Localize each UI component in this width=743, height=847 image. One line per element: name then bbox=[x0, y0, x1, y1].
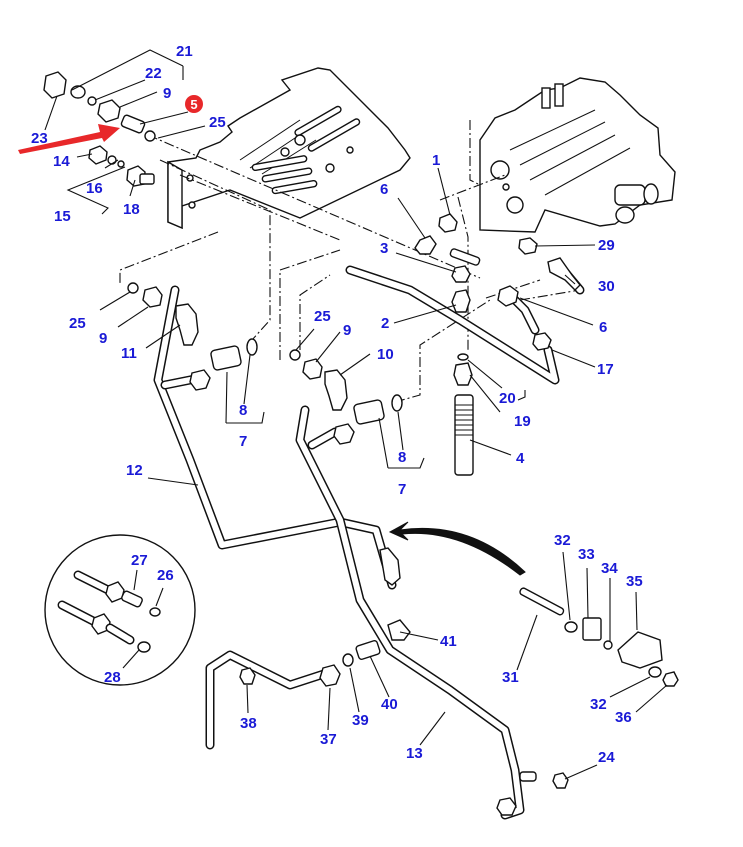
label-28: 28 bbox=[104, 669, 121, 686]
label-23: 23 bbox=[31, 130, 48, 147]
label-20: 20 bbox=[499, 390, 516, 407]
label-25: 25 bbox=[314, 308, 331, 325]
label-25: 25 bbox=[69, 315, 86, 332]
label-32: 32 bbox=[554, 532, 571, 549]
part-labels: 21 22 9 23 25 14 16 15 18 1 6 3 29 30 6 … bbox=[31, 43, 643, 766]
label-35: 35 bbox=[626, 573, 643, 590]
label-41: 41 bbox=[440, 633, 457, 650]
label-3: 3 bbox=[380, 240, 388, 257]
label-12: 12 bbox=[126, 462, 143, 479]
label-9: 9 bbox=[343, 322, 351, 339]
label-36: 36 bbox=[615, 709, 632, 726]
label-11: 11 bbox=[121, 345, 137, 362]
label-4: 4 bbox=[516, 450, 525, 467]
label-30: 30 bbox=[598, 278, 615, 295]
label-29: 29 bbox=[598, 237, 615, 254]
label-17: 17 bbox=[597, 361, 614, 378]
label-19: 19 bbox=[514, 413, 531, 430]
label-9: 9 bbox=[99, 330, 107, 347]
label-26: 26 bbox=[157, 567, 174, 584]
label-8: 8 bbox=[239, 402, 247, 419]
label-22: 22 bbox=[145, 65, 162, 82]
label-37: 37 bbox=[320, 731, 337, 748]
label-1: 1 bbox=[432, 152, 440, 169]
label-33: 33 bbox=[578, 546, 595, 563]
label-38: 38 bbox=[240, 715, 257, 732]
pipe-37 bbox=[205, 650, 335, 750]
pipe-13 bbox=[295, 405, 525, 820]
label-6: 6 bbox=[380, 181, 388, 198]
label-7: 7 bbox=[239, 433, 247, 450]
label-2: 2 bbox=[381, 315, 389, 332]
label-14: 14 bbox=[53, 153, 70, 170]
view-direction-arrow bbox=[388, 521, 526, 576]
label-27: 27 bbox=[131, 552, 148, 569]
mounting-bracket bbox=[167, 67, 411, 230]
label-18: 18 bbox=[123, 201, 140, 218]
label-15: 15 bbox=[54, 208, 71, 225]
label-24: 24 bbox=[598, 749, 615, 766]
fittings bbox=[43, 71, 679, 816]
label-40: 40 bbox=[381, 696, 398, 713]
label-7: 7 bbox=[398, 481, 406, 498]
label-6: 6 bbox=[599, 319, 607, 336]
label-32: 32 bbox=[590, 696, 607, 713]
label-8: 8 bbox=[398, 449, 406, 466]
label-13: 13 bbox=[406, 745, 423, 762]
highlight-arrow bbox=[18, 124, 120, 154]
badge-label-5: 5 bbox=[190, 97, 197, 112]
label-10: 10 bbox=[377, 346, 394, 363]
label-34: 34 bbox=[601, 560, 618, 577]
label-16: 16 bbox=[86, 180, 103, 197]
hose-4 bbox=[454, 394, 474, 476]
label-39: 39 bbox=[352, 712, 369, 729]
label-21: 21 bbox=[176, 43, 193, 60]
label-31: 31 bbox=[502, 669, 519, 686]
control-valve-block bbox=[479, 77, 676, 233]
label-25: 25 bbox=[209, 114, 226, 131]
label-9: 9 bbox=[163, 85, 171, 102]
leader-lines bbox=[44, 49, 668, 780]
highlight-badge-5: 5 bbox=[185, 95, 203, 113]
